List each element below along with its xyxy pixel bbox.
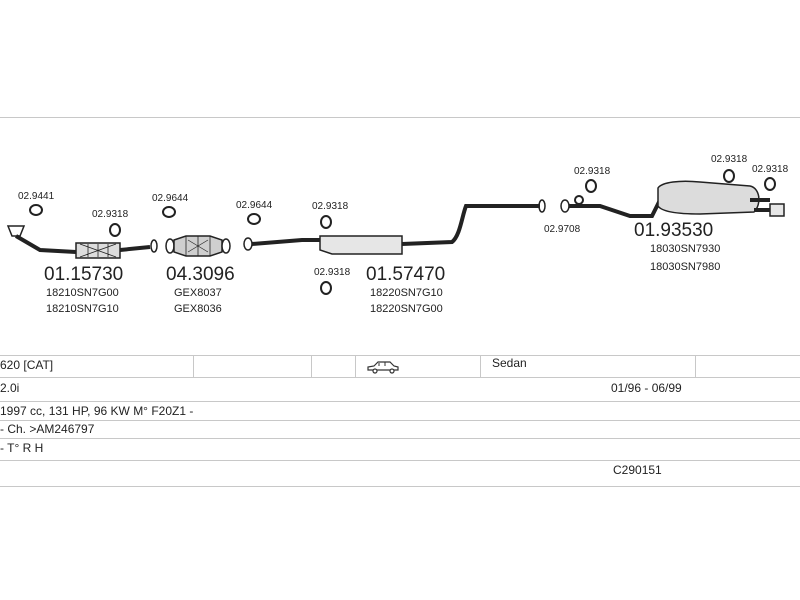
oem-number: GEX8037 [174, 287, 222, 299]
car-sedan-icon [367, 361, 399, 374]
row-divider [0, 355, 800, 356]
row-divider [0, 377, 800, 378]
rubber-hanger-icon [585, 179, 597, 193]
hanger-label: 02.9644 [236, 200, 273, 211]
oem-number: 18220SN7G10 [370, 287, 443, 299]
type-code: - T° R H [0, 441, 44, 455]
exhaust-system-diagram: 02.9441 02.9318 02.9644 02.9644 02.9318 … [6, 154, 789, 315]
front-pipe-icon [6, 225, 158, 259]
column-divider [355, 355, 356, 377]
oem-number: 18030SN7930 [650, 243, 720, 255]
part-number: 01.15730 [44, 264, 123, 285]
oem-number: 18210SN7G00 [46, 287, 119, 299]
ring-hanger-icon [574, 195, 584, 205]
hanger-label: 02.9318 [711, 154, 748, 165]
production-years: 01/96 - 06/99 [611, 381, 682, 395]
ring-hanger-icon [247, 213, 261, 225]
ring-hanger-icon [29, 204, 43, 216]
rear-muffler-icon [560, 180, 785, 218]
diagram-top-border [0, 117, 800, 118]
row-divider [0, 438, 800, 439]
row-divider [0, 460, 800, 461]
hanger-label: 02.9708 [544, 224, 581, 235]
model-name: 620 [CAT] [0, 358, 54, 372]
hanger-label: 02.9644 [152, 193, 189, 204]
column-divider [695, 355, 696, 377]
part-number: 01.93530 [634, 220, 713, 241]
hanger-label: 02.9318 [314, 267, 351, 278]
rubber-hanger-icon [320, 215, 332, 229]
oem-number: 18220SN7G00 [370, 303, 443, 315]
hanger-label: 02.9318 [92, 209, 129, 220]
body-type: Sedan [492, 356, 527, 370]
column-divider [311, 355, 312, 377]
column-divider [480, 355, 481, 377]
rubber-hanger-icon [109, 223, 121, 237]
oem-number: 18210SN7G10 [46, 303, 119, 315]
row-divider [0, 401, 800, 402]
part-number: 04.3096 [166, 264, 235, 285]
rubber-hanger-icon [723, 169, 735, 183]
ring-hanger-icon [162, 206, 176, 218]
column-divider [193, 355, 194, 377]
center-pipe-resonator-icon [243, 199, 546, 255]
row-divider [0, 486, 800, 487]
part-number: 01.57470 [366, 264, 445, 285]
engine-spec: 1997 cc, 131 HP, 96 KW M° F20Z1 - [0, 404, 194, 418]
hanger-label: 02.9441 [18, 191, 55, 202]
engine-displacement: 2.0i [0, 381, 20, 395]
hanger-label: 02.9318 [574, 166, 611, 177]
oem-number: 18030SN7980 [650, 261, 720, 273]
hanger-label: 02.9318 [752, 164, 789, 175]
rubber-hanger-icon [764, 177, 776, 191]
oem-number: GEX8036 [174, 303, 222, 315]
row-divider [0, 420, 800, 421]
catalytic-converter-icon [165, 235, 231, 257]
chassis-number: - Ch. >AM246797 [0, 422, 95, 436]
hanger-label: 02.9318 [312, 201, 349, 212]
catalog-code: C290151 [613, 463, 662, 477]
rubber-hanger-icon [320, 281, 332, 295]
